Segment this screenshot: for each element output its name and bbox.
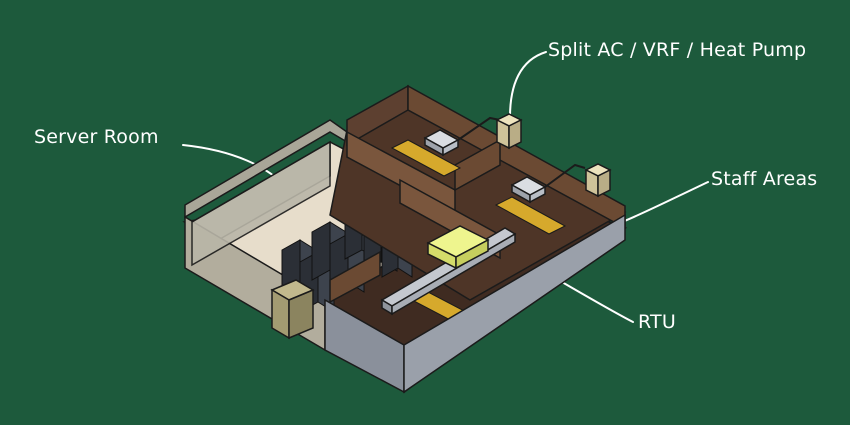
server-room-inner-wall (191, 140, 331, 267)
staff-areas-label: Staff Areas (711, 168, 818, 190)
outer-front-wall-right (403, 213, 626, 394)
partition-wall-2 (454, 138, 501, 192)
outdoor-condenser-icon (584, 163, 612, 198)
rtu-label: RTU (638, 311, 676, 333)
split-ac-label: Split AC / VRF / Heat Pump (548, 39, 807, 61)
server-room-label: Server Room (34, 126, 159, 148)
leader-staff-areas (621, 181, 709, 223)
outdoor-condenser-icon (495, 113, 523, 150)
partition-wall-4 (329, 250, 381, 304)
ceiling-cassette-icon (510, 176, 547, 204)
leader-split-ac (509, 51, 547, 118)
rooftop-unit-icon (426, 225, 490, 270)
crac-unit (270, 279, 315, 340)
ceiling-cassette-icon (423, 129, 460, 157)
